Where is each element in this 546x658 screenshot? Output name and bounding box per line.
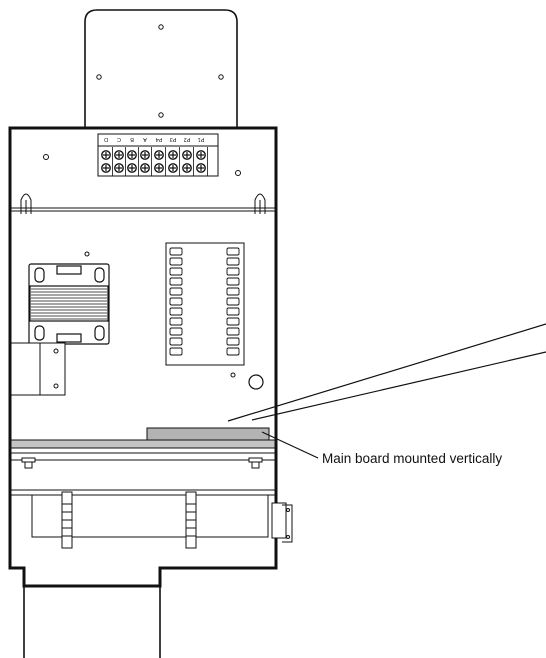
terminal-label-c: C bbox=[117, 136, 121, 142]
terminal-label-d: D bbox=[104, 136, 108, 142]
relay-slot bbox=[169, 267, 183, 276]
mounting-stud bbox=[21, 457, 263, 469]
relay-slot bbox=[226, 287, 240, 296]
main-board bbox=[146, 427, 270, 441]
relay-slot bbox=[169, 257, 183, 266]
relay-slot bbox=[169, 287, 183, 296]
relay-slot bbox=[169, 337, 183, 346]
top-mounting-tab bbox=[84, 9, 238, 128]
relay-slot bbox=[226, 267, 240, 276]
screw-hole bbox=[84, 251, 90, 257]
relay-slot bbox=[226, 337, 240, 346]
callout-main-board-label: Main board mounted vertically bbox=[322, 451, 502, 466]
relay-slot bbox=[169, 347, 183, 356]
callout-leader-lines bbox=[227, 323, 546, 459]
relay-slot bbox=[226, 247, 240, 256]
terminal-screws bbox=[97, 145, 219, 177]
relay-slot bbox=[169, 247, 183, 256]
keyhole-hanger bbox=[20, 193, 266, 214]
terminal-strip: D C B A P4 P3 P2 P1 bbox=[97, 133, 219, 177]
board-rail bbox=[10, 439, 276, 449]
side-latch bbox=[271, 502, 293, 543]
relay-slot bbox=[169, 317, 183, 326]
relay-slot bbox=[226, 317, 240, 326]
relay-module bbox=[165, 242, 245, 366]
terminal-label-p1: P1 bbox=[198, 136, 205, 142]
relay-slot bbox=[169, 307, 183, 316]
side-bracket bbox=[10, 342, 66, 396]
grommet-hole bbox=[248, 374, 264, 390]
relay-slot bbox=[169, 297, 183, 306]
relay-slot bbox=[226, 297, 240, 306]
screw-hole bbox=[230, 372, 236, 378]
relay-slot bbox=[226, 327, 240, 336]
relay-slot bbox=[226, 347, 240, 356]
bottom-conduit-box bbox=[23, 586, 161, 658]
relay-slot bbox=[226, 307, 240, 316]
relay-slot bbox=[226, 257, 240, 266]
terminal-label-p4: P4 bbox=[156, 136, 163, 142]
relay-slot bbox=[169, 327, 183, 336]
cable-clip-detail bbox=[62, 503, 196, 537]
mounting-hole bbox=[96, 24, 224, 118]
terminal-label-p2: P2 bbox=[184, 136, 191, 142]
relay-slots bbox=[169, 247, 240, 356]
transformer bbox=[28, 263, 110, 345]
terminal-label-p3: P3 bbox=[170, 136, 177, 142]
relay-slot bbox=[169, 277, 183, 286]
relay-slot bbox=[226, 277, 240, 286]
transformer-laminations bbox=[31, 288, 107, 320]
terminal-label-a: A bbox=[143, 136, 147, 142]
enclosure-screw-hole bbox=[43, 154, 241, 176]
terminal-label-b: B bbox=[130, 136, 134, 142]
